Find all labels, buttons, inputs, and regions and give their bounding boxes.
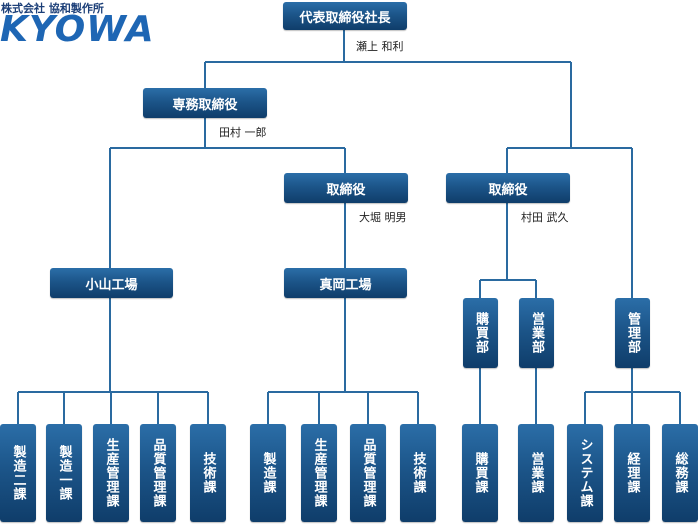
section-box: 営業課 — [518, 424, 554, 522]
purchasing-dept-box: 購買部 — [463, 298, 498, 368]
director-plants-box: 取締役 — [284, 173, 408, 203]
section-box: 品質管理課 — [350, 424, 386, 522]
managing-director-box: 専務取締役 — [143, 88, 267, 118]
company-logo: 株式会社 協和製作所 KYOWA — [0, 0, 170, 60]
managing-director-name: 田村 一郎 — [219, 126, 267, 139]
president-box: 代表取締役社長 — [283, 2, 407, 30]
koyama-plant-box: 小山工場 — [50, 268, 173, 298]
section-box: 製造二課 — [0, 424, 36, 522]
section-box: 技術課 — [190, 424, 226, 522]
sales-dept-box: 営業部 — [519, 298, 554, 368]
section-box: 購買課 — [462, 424, 498, 522]
moka-plant-box: 真岡工場 — [284, 268, 407, 298]
section-box: 経理課 — [614, 424, 650, 522]
director-admin-box: 取締役 — [446, 173, 570, 203]
company-name: 株式会社 協和製作所 — [1, 2, 104, 15]
section-box: 技術課 — [400, 424, 436, 522]
section-box: 生産管理課 — [301, 424, 337, 522]
director-plants-name: 大堀 明男 — [359, 211, 407, 224]
admin-dept-box: 管理部 — [615, 298, 650, 368]
section-box: 生産管理課 — [93, 424, 129, 522]
section-box: 製造課 — [250, 424, 286, 522]
section-box: 品質管理課 — [140, 424, 176, 522]
section-box: 総務課 — [662, 424, 698, 522]
president-name: 瀬上 和利 — [356, 40, 404, 53]
logo-wordmark: KYOWA — [0, 9, 155, 50]
director-admin-name: 村田 武久 — [521, 211, 569, 224]
section-box: 製造一課 — [46, 424, 82, 522]
section-box: システム課 — [567, 424, 603, 522]
